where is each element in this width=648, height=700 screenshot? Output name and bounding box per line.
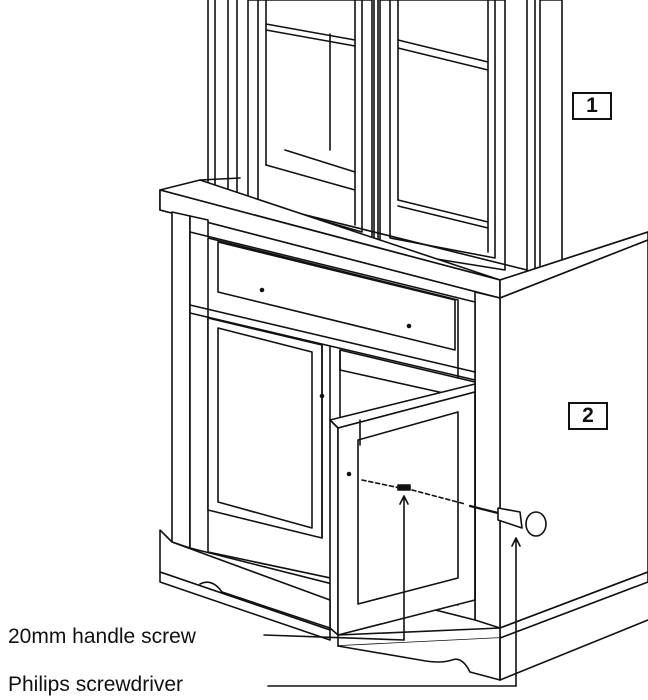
step-1-number: 1 bbox=[586, 94, 598, 117]
callout-leaders bbox=[263, 634, 517, 687]
open-door bbox=[329, 383, 476, 636]
philips-screwdriver bbox=[468, 504, 547, 687]
lower-cabinet-side bbox=[474, 239, 648, 629]
handle-screw bbox=[361, 479, 466, 641]
handle-screw-label: 20mm handle screw bbox=[8, 625, 196, 648]
screwdriver-label: Philips screwdriver bbox=[8, 673, 184, 696]
cabinet-base bbox=[159, 529, 648, 681]
upper-glass-cabinet bbox=[207, 0, 563, 276]
step-2-label: 2 bbox=[568, 402, 608, 430]
step-1-label: 1 bbox=[572, 92, 612, 120]
step-2-number: 2 bbox=[582, 404, 594, 427]
